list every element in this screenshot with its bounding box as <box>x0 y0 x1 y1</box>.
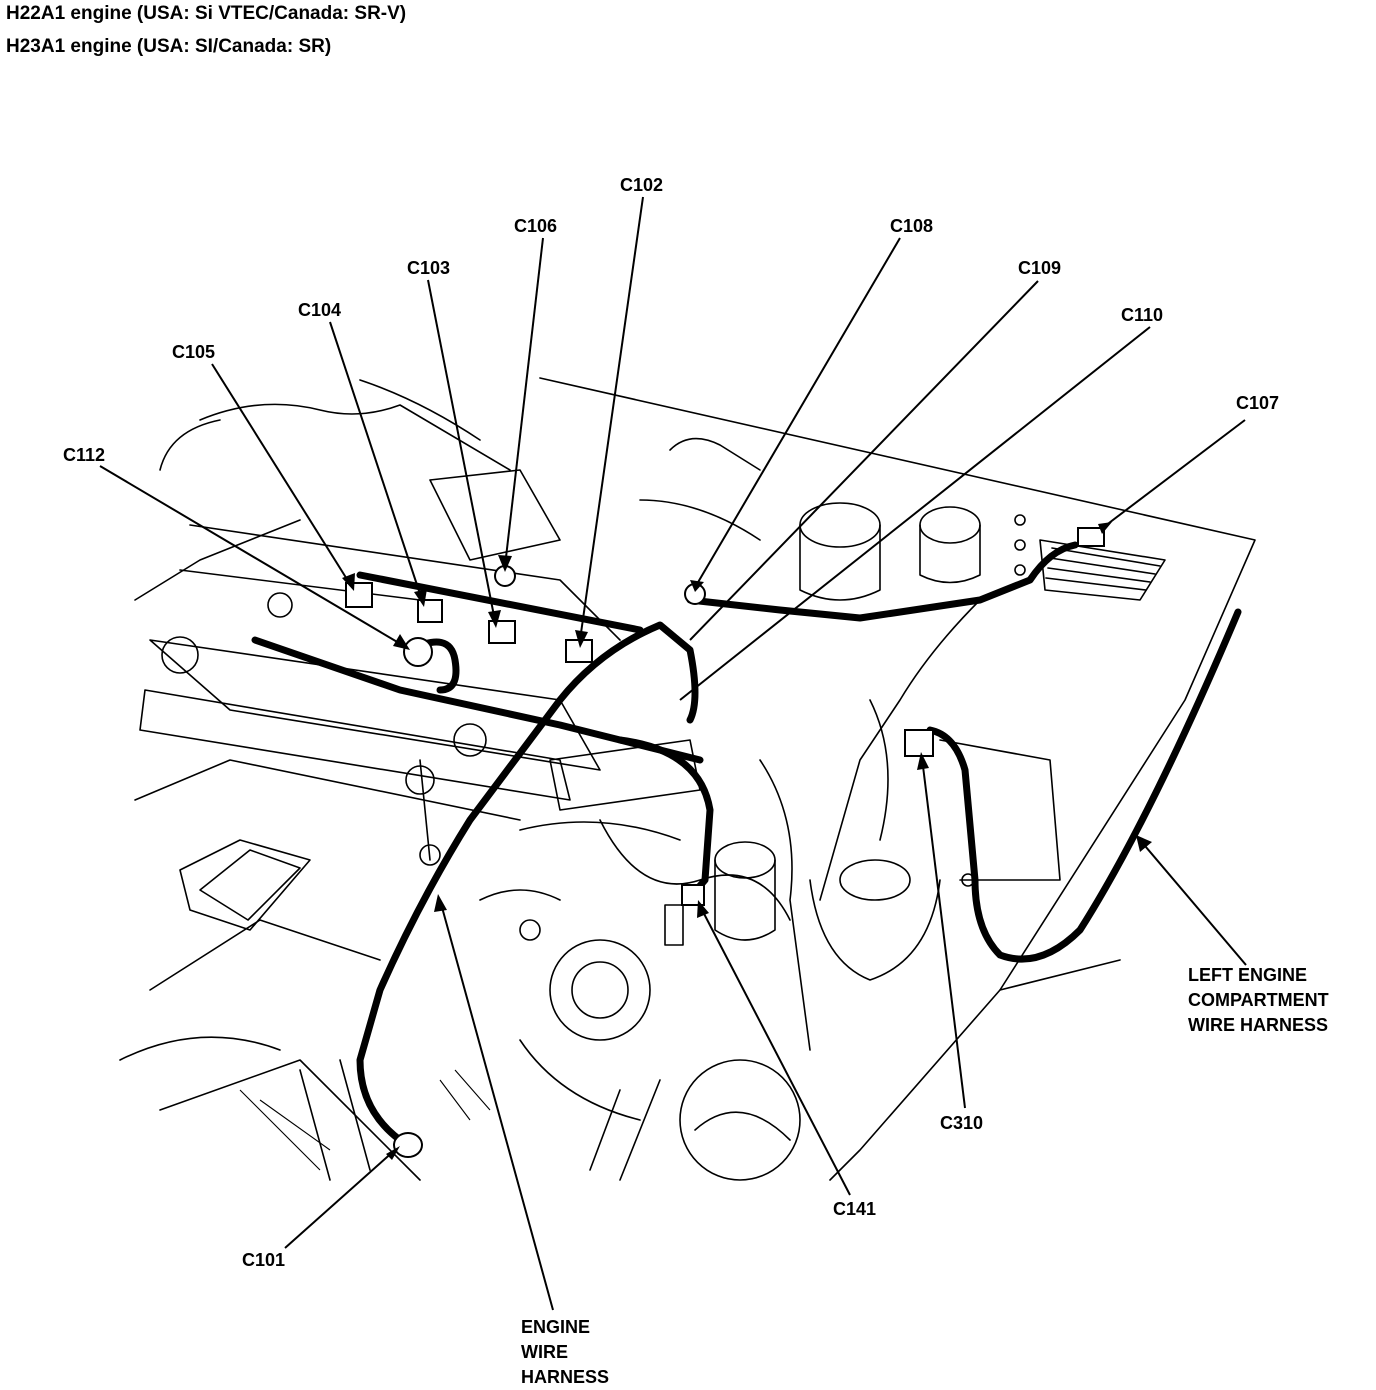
label-left-harness-line-1: LEFT ENGINE <box>1188 965 1307 985</box>
label-c108: C108 <box>890 216 933 236</box>
connector-c101 <box>393 1132 423 1158</box>
label-left-harness-line-2: COMPARTMENT <box>1188 990 1329 1010</box>
connector-c310 <box>904 729 934 757</box>
header-line-1: H22A1 engine (USA: Si VTEC/Canada: SR-V) <box>6 3 407 24</box>
label-c107: C107 <box>1236 393 1279 413</box>
leader-lines <box>99 196 1247 1311</box>
connector-c105 <box>345 582 373 608</box>
connector-c107 <box>1077 527 1105 547</box>
connector-c112 <box>403 637 433 667</box>
label-c105: C105 <box>172 342 215 362</box>
header-line-2: H23A1 engine (USA: SI/Canada: SR) <box>6 36 332 57</box>
connector-labels: C102 C106 C108 C103 C109 C104 C110 C105 … <box>63 175 1329 1387</box>
label-c141: C141 <box>833 1199 876 1219</box>
connector-c103 <box>488 620 516 644</box>
label-c112: C112 <box>63 445 105 465</box>
label-c103: C103 <box>407 258 450 278</box>
label-c110: C110 <box>1121 305 1163 325</box>
label-engine-harness-line-3: HARNESS <box>521 1367 609 1387</box>
label-c102: C102 <box>620 175 663 195</box>
connector-c141 <box>681 884 705 906</box>
left-engine-compartment-harness-line <box>926 608 1242 963</box>
label-c310: C310 <box>940 1113 983 1133</box>
label-c109: C109 <box>1018 258 1061 278</box>
engine-line-art <box>119 377 1256 1181</box>
label-c106: C106 <box>514 216 557 236</box>
engine-wire-harness-line <box>356 621 699 1144</box>
connectors <box>345 527 1105 1158</box>
label-c101: C101 <box>242 1250 285 1270</box>
label-engine-harness-line-1: ENGINE <box>521 1317 590 1337</box>
label-c104: C104 <box>298 300 341 320</box>
label-engine-harness-line-2: WIRE <box>521 1342 568 1362</box>
label-left-harness-line-3: WIRE HARNESS <box>1188 1015 1328 1035</box>
